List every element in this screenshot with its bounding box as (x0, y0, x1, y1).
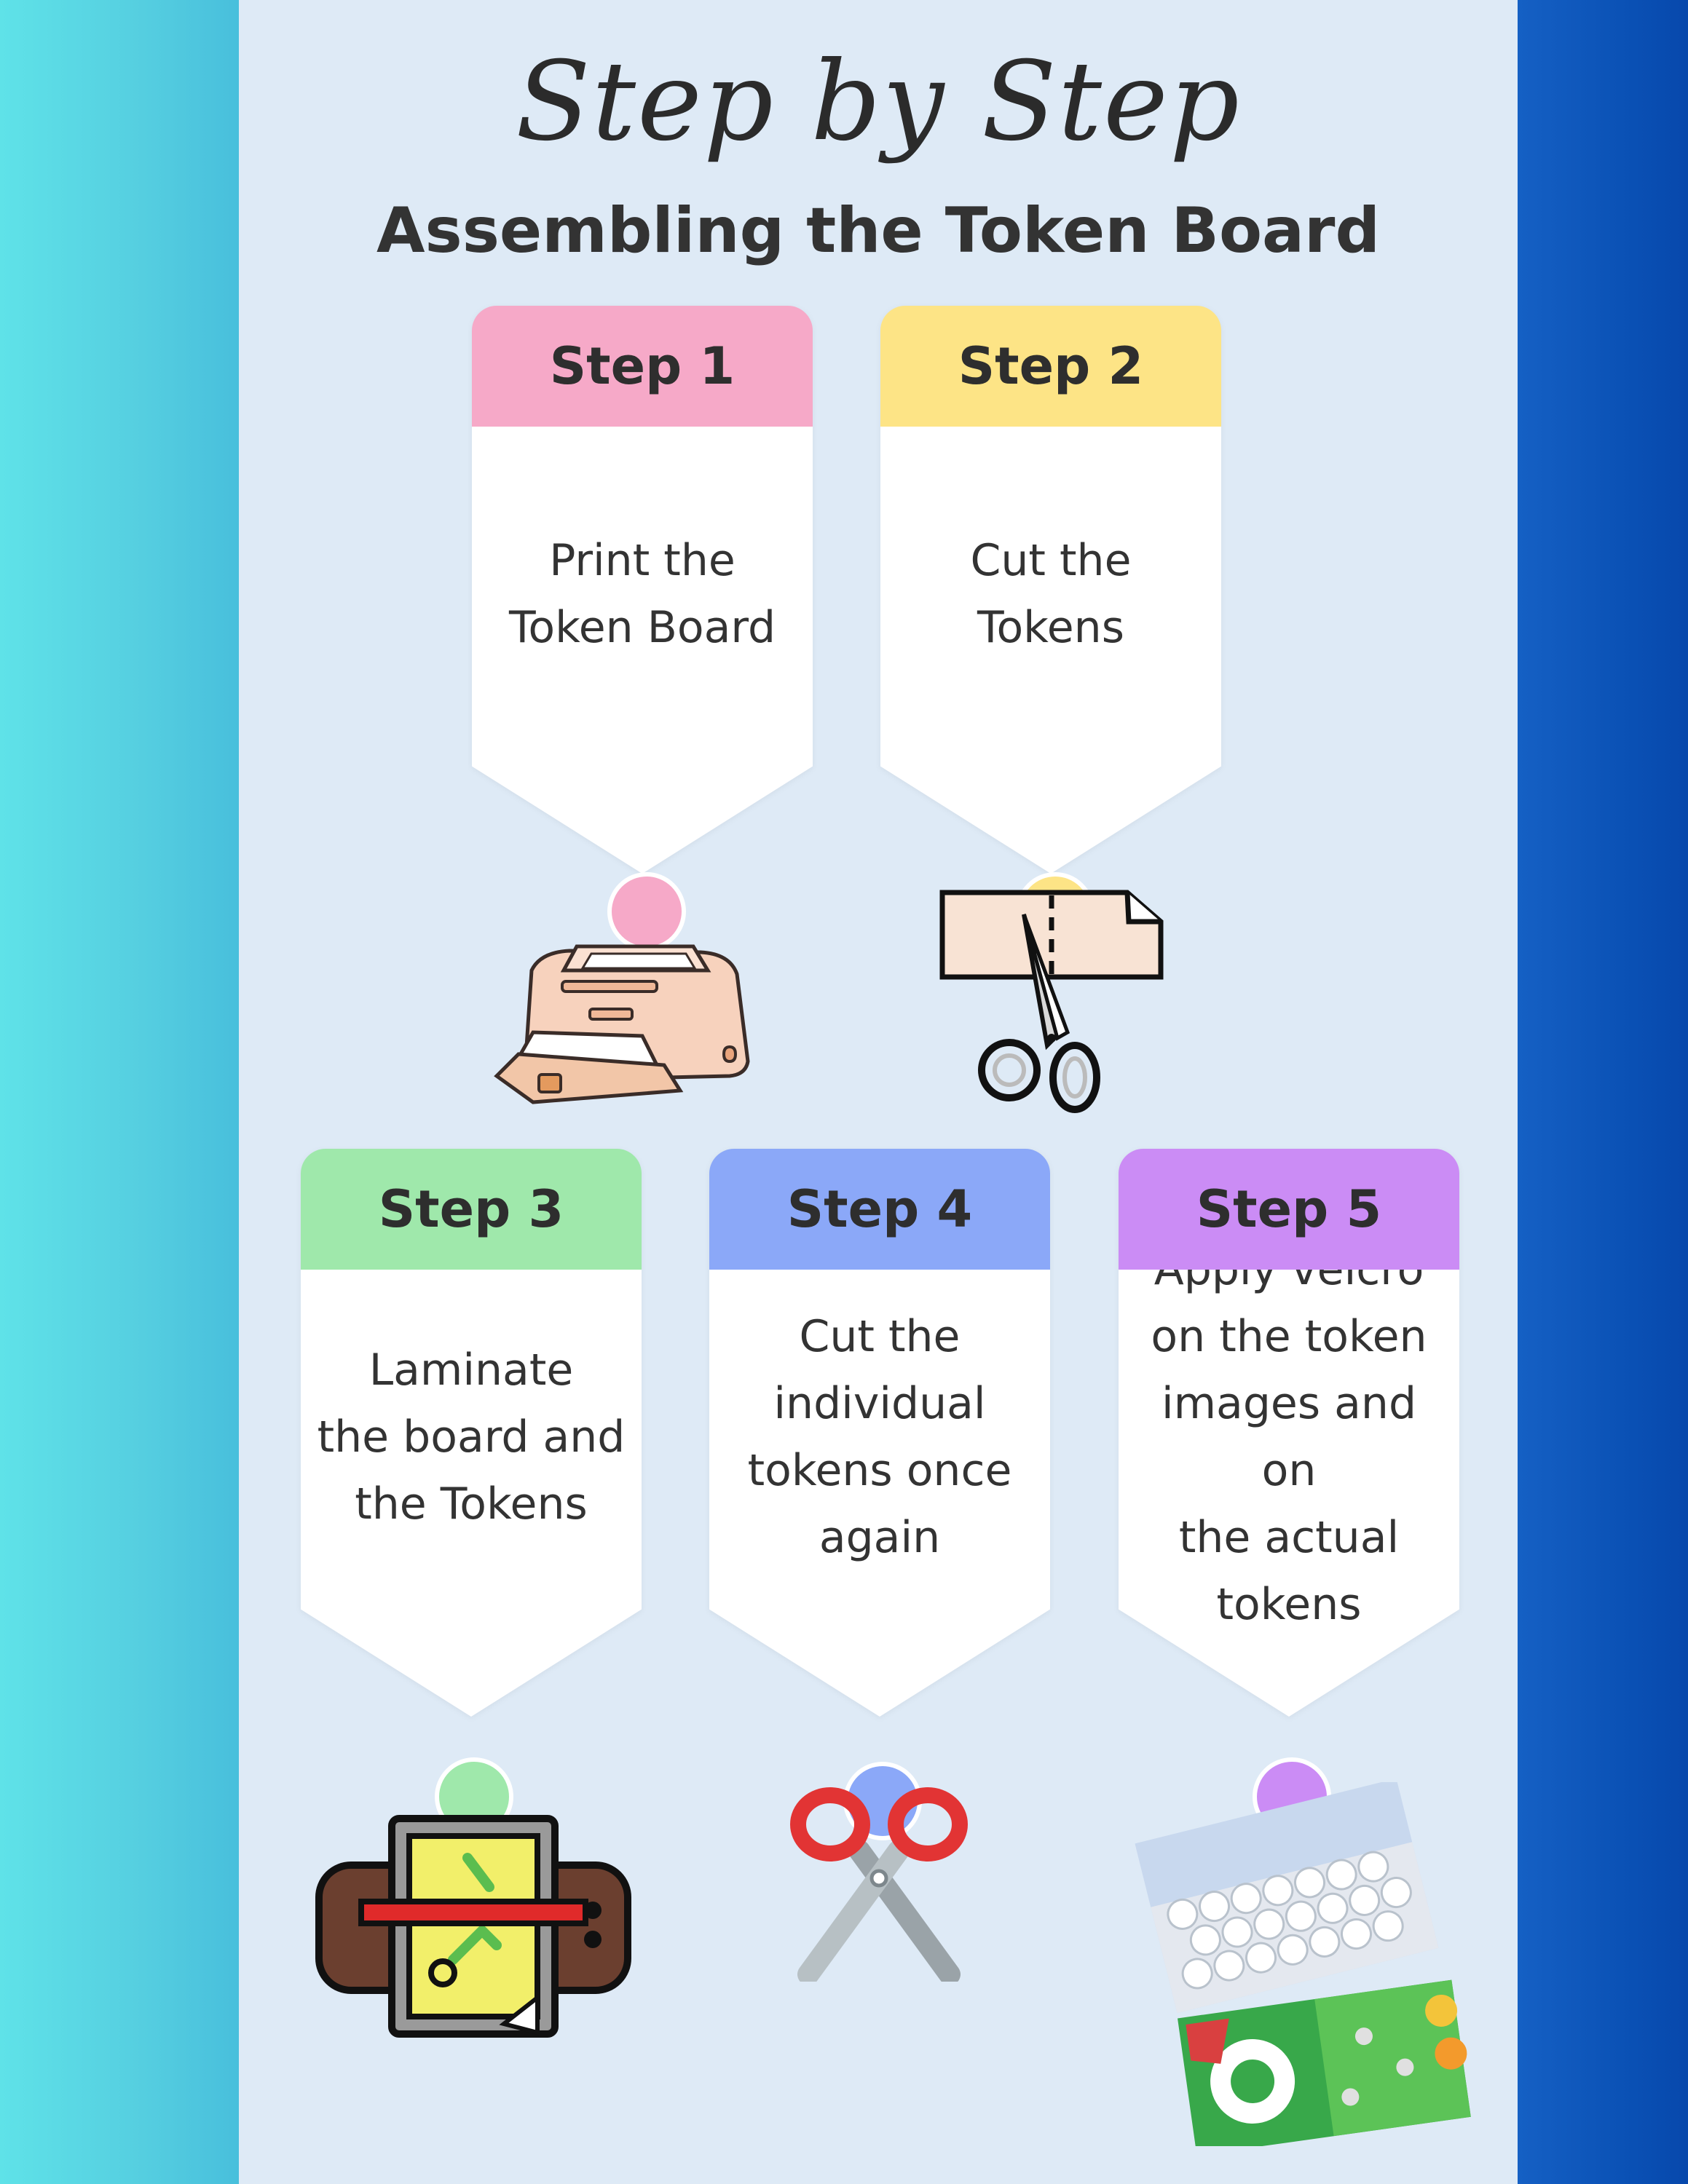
step-card-5: Step 5 Apply velcro on the token images … (1119, 1149, 1459, 1717)
laminator-icon (315, 1815, 631, 2038)
step-text: Apply velcro on the token images and on … (1151, 1244, 1427, 1630)
step-body: Laminate the board and the Tokens (301, 1270, 642, 1717)
velcro-dots-icon (1135, 1782, 1471, 2146)
step-card-3: Step 3 Laminate the board and the Tokens (301, 1149, 642, 1717)
step-header: Step 3 (301, 1149, 642, 1270)
step-body: Cut the individual tokens once again (709, 1270, 1050, 1717)
right-gradient-panel (1518, 0, 1688, 2184)
step-text: Cut the Tokens (970, 535, 1132, 653)
printer-icon (494, 944, 750, 1104)
step-body: Print the Token Board (472, 427, 813, 874)
page-title: Assembling the Token Board (376, 194, 1381, 267)
step-header: Step 5 (1119, 1149, 1459, 1270)
script-title: Step by Step (516, 39, 1241, 165)
scissors-icon (790, 1787, 968, 1982)
step-header: Step 2 (880, 306, 1221, 427)
step-card-2: Step 2 Cut the Tokens (880, 306, 1221, 874)
step-header: Step 1 (472, 306, 813, 427)
step-card-1: Step 1 Print the Token Board (472, 306, 813, 874)
step-1-dot (607, 872, 686, 951)
step-body: Apply velcro on the token images and on … (1119, 1270, 1459, 1717)
step-body: Cut the Tokens (880, 427, 1221, 874)
step-text: Laminate the board and the Tokens (317, 1345, 626, 1530)
step-header: Step 4 (709, 1149, 1050, 1270)
step-card-4: Step 4 Cut the individual tokens once ag… (709, 1149, 1050, 1717)
left-gradient-panel (0, 0, 239, 2184)
step-text: Cut the individual tokens once again (747, 1311, 1012, 1563)
step-text: Print the Token Board (508, 535, 776, 653)
cut-paper-scissors-icon (939, 890, 1164, 1113)
